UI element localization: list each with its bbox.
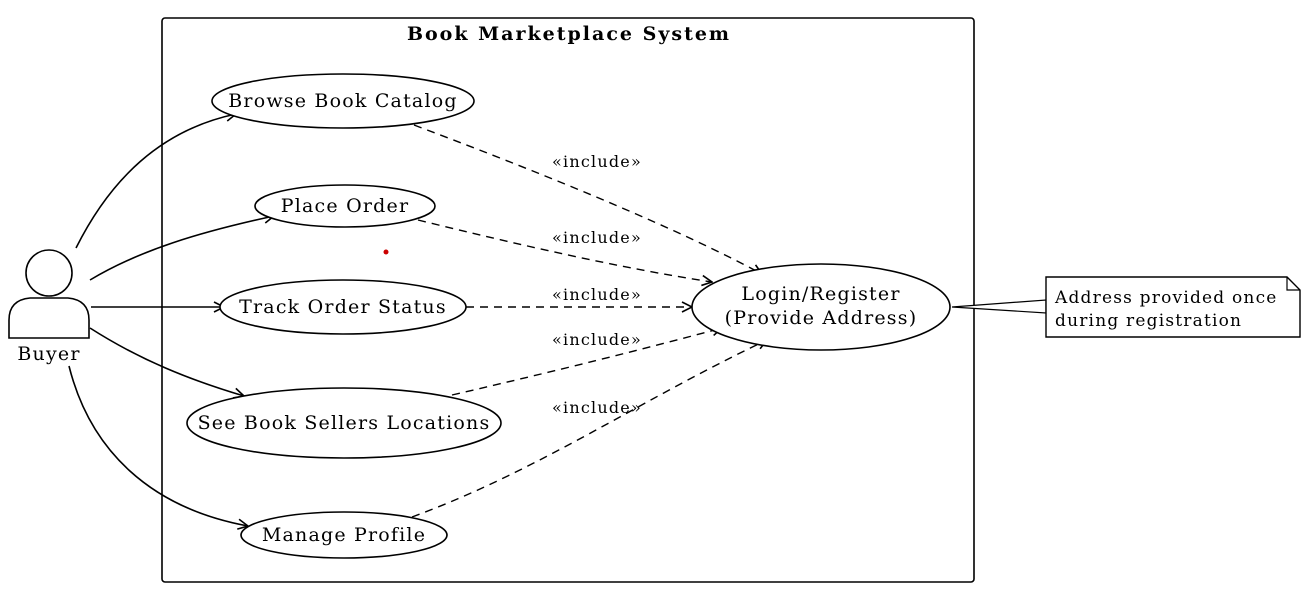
include-label-track: «include» xyxy=(552,285,642,304)
assoc-place-order xyxy=(89,216,274,281)
use-case-login-label-1: Login/Register xyxy=(741,283,900,305)
use-case-track[interactable]: Track Order Status xyxy=(219,279,467,335)
note-box xyxy=(1045,276,1301,338)
use-case-track-label: Track Order Status xyxy=(239,296,447,318)
use-case-place-order-label: Place Order xyxy=(281,195,409,217)
include-label-browse: «include» xyxy=(552,152,642,171)
actor-body xyxy=(8,297,90,339)
system-boundary xyxy=(161,17,975,583)
note-line-2: during registration xyxy=(1055,311,1242,331)
include-label-order: «include» xyxy=(552,228,642,247)
assoc-profile xyxy=(68,365,248,526)
use-case-sellers[interactable]: See Book Sellers Locations xyxy=(186,387,502,459)
system-title: Book Marketplace System xyxy=(407,23,731,45)
include-order-login xyxy=(417,219,712,282)
assoc-sellers xyxy=(89,327,244,396)
note-connector xyxy=(951,299,1047,314)
note-fold xyxy=(1286,277,1300,291)
use-case-browse-label: Browse Book Catalog xyxy=(228,90,457,112)
stray-dot xyxy=(383,249,389,255)
use-case-login[interactable]: Login/Register (Provide Address) xyxy=(691,263,951,351)
use-case-sellers-label: See Book Sellers Locations xyxy=(198,412,491,434)
include-label-sellers: «include» xyxy=(552,330,642,349)
include-sellers-login xyxy=(451,328,722,396)
note-line-1: Address provided once xyxy=(1054,288,1278,308)
assoc-browse xyxy=(75,114,236,249)
use-case-place-order[interactable]: Place Order xyxy=(254,184,436,228)
buyer-actor[interactable]: Buyer xyxy=(8,249,90,365)
actor-head xyxy=(25,249,73,297)
include-label-profile: «include» xyxy=(552,398,642,417)
actor-name: Buyer xyxy=(17,343,80,365)
include-profile-login xyxy=(411,340,767,518)
use-case-browse[interactable]: Browse Book Catalog xyxy=(211,73,475,129)
include-browse-login xyxy=(413,124,762,274)
note: Address provided once during registratio… xyxy=(1045,276,1301,338)
use-case-profile-label: Manage Profile xyxy=(262,524,426,546)
use-case-profile[interactable]: Manage Profile xyxy=(240,511,448,559)
use-case-login-label-2: (Provide Address) xyxy=(725,307,918,329)
